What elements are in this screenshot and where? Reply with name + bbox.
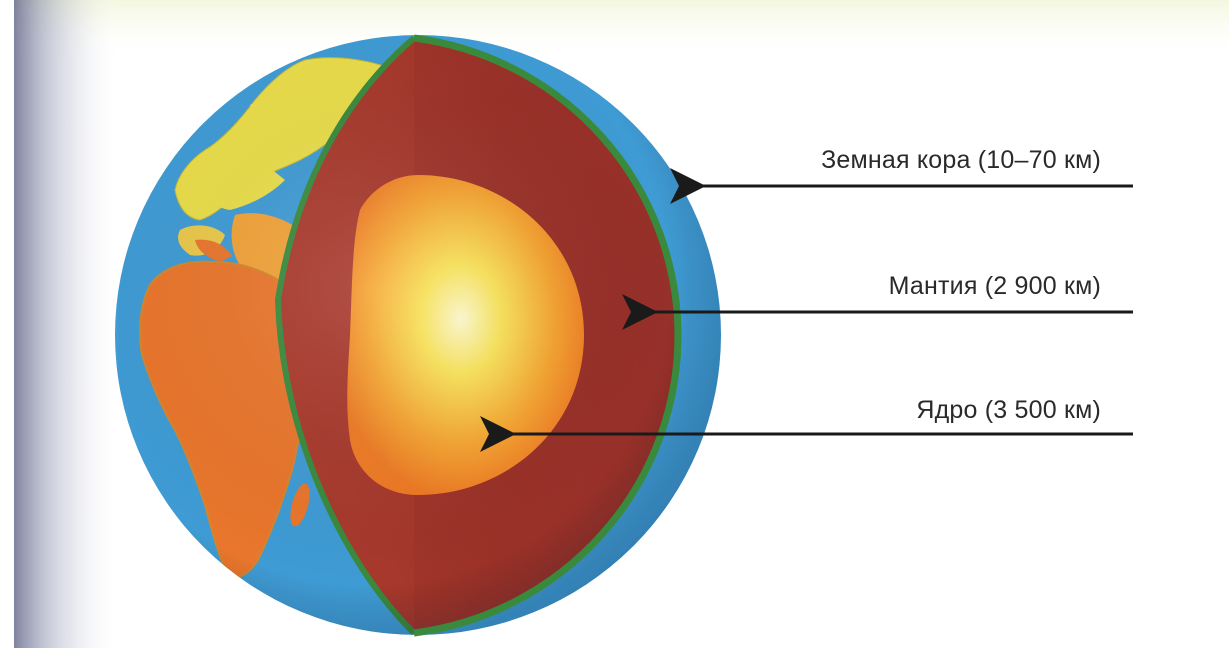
core-label: Ядро (3 500 км) [916, 396, 1101, 425]
mantle-label: Мантия (2 900 км) [889, 272, 1101, 301]
crust-label: Земная кора (10–70 км) [821, 146, 1101, 175]
